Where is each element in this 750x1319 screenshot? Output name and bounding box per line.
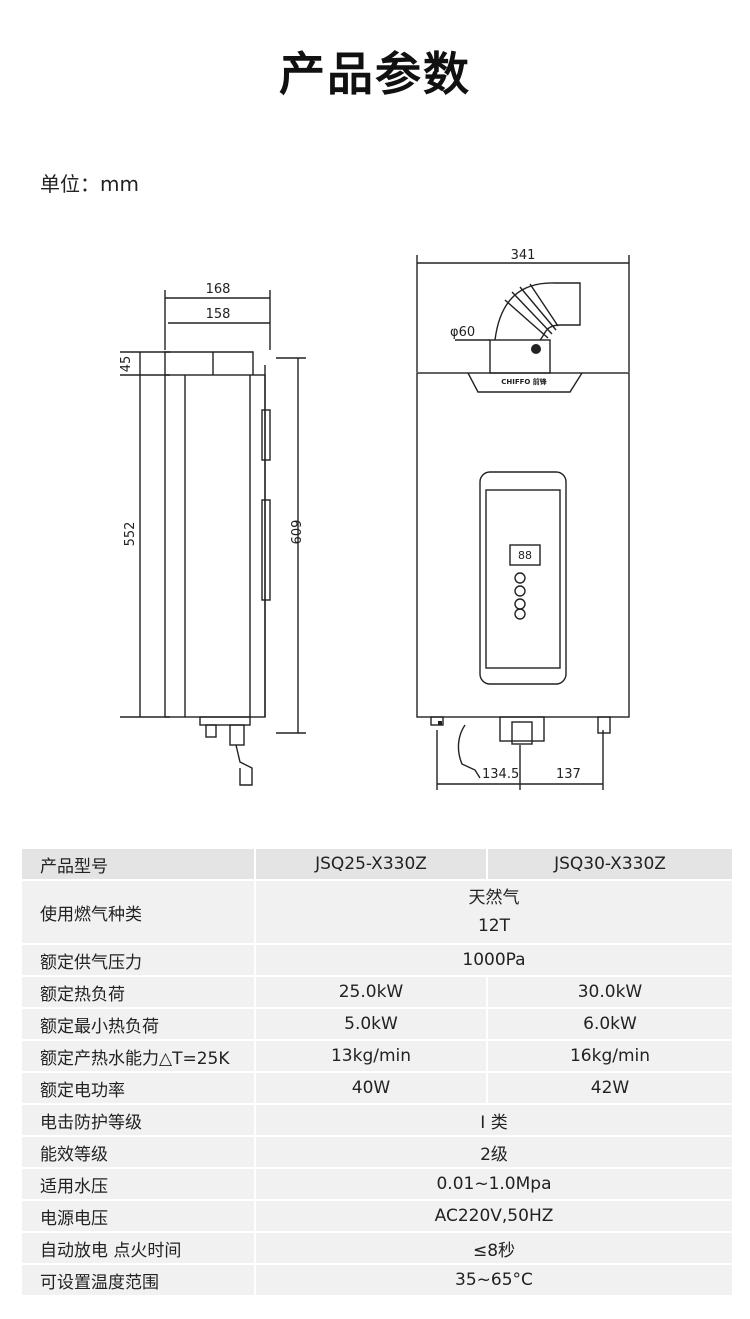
row-label: 电击防护等级 [22, 1104, 256, 1137]
row-label: 额定电功率 [22, 1072, 256, 1105]
model-2: JSQ30-X330Z [487, 849, 732, 881]
dim-609: 609 [287, 520, 302, 545]
row-label: 产品型号 [22, 849, 256, 881]
page-title: 产品参数 [279, 47, 471, 101]
row-label: 电源电压 [22, 1200, 256, 1233]
row-value: 1000Pa [255, 944, 732, 977]
row-value: 35~65°C [255, 1264, 732, 1297]
row-value-1: 5.0kW [255, 1008, 488, 1041]
dim-137: 137 [556, 767, 581, 782]
table-row: 额定电功率 40W 42W [22, 1072, 732, 1105]
table-row: 额定热负荷 25.0kW 30.0kW [22, 976, 732, 1009]
dim-134-5: 134.5 [482, 767, 519, 782]
row-value-2: 42W [487, 1072, 732, 1105]
row-value-1: 13kg/min [255, 1040, 488, 1073]
row-value: 0.01~1.0Mpa [255, 1168, 732, 1201]
row-label: 自动放电 点火时间 [22, 1232, 256, 1265]
row-value-1: 40W [255, 1072, 488, 1105]
table-row: 额定供气压力 1000Pa [22, 944, 732, 977]
dim-168: 168 [206, 282, 231, 297]
row-value: I 类 [255, 1104, 732, 1137]
dim-158: 158 [206, 307, 231, 322]
table-row: 产品型号 JSQ25-X330Z JSQ30-X330Z [22, 849, 732, 881]
row-label: 额定热负荷 [22, 976, 256, 1009]
table-row: 可设置温度范围 35~65°C [22, 1264, 732, 1297]
dim-phi60: φ60 [450, 325, 475, 340]
dim-552: 552 [123, 522, 138, 547]
display-readout: 88 [518, 549, 532, 562]
spec-table: 产品型号 JSQ25-X330Z JSQ30-X330Z 使用燃气种类 天然气 … [22, 849, 732, 1297]
gas-code: 12T [477, 916, 511, 936]
row-label: 使用燃气种类 [22, 880, 256, 945]
dim-45: 45 [119, 356, 134, 373]
dim-341: 341 [511, 248, 536, 263]
row-value-2: 6.0kW [487, 1008, 732, 1041]
front-view [416, 255, 630, 790]
row-label: 额定最小热负荷 [22, 1008, 256, 1041]
row-value-2: 30.0kW [487, 976, 732, 1009]
side-view [120, 290, 306, 786]
row-label: 额定产热水能力△T=25K [22, 1040, 256, 1073]
gas-type: 天然气 [468, 888, 520, 908]
row-value: 2级 [255, 1136, 732, 1169]
table-row: 电击防护等级 I 类 [22, 1104, 732, 1137]
row-label: 适用水压 [22, 1168, 256, 1201]
brand-logo: CHIFFO 前锋 [501, 377, 548, 386]
table-row: 使用燃气种类 天然气 12T [22, 880, 732, 945]
row-label: 可设置温度范围 [22, 1264, 256, 1297]
row-label: 额定供气压力 [22, 944, 256, 977]
row-value-2: 16kg/min [487, 1040, 732, 1073]
table-row: 自动放电 点火时间 ≤8秒 [22, 1232, 732, 1265]
model-1: JSQ25-X330Z [255, 849, 488, 881]
row-value: ≤8秒 [255, 1232, 732, 1265]
table-row: 适用水压 0.01~1.0Mpa [22, 1168, 732, 1201]
row-value: AC220V,50HZ [255, 1200, 732, 1233]
table-row: 电源电压 AC220V,50HZ [22, 1200, 732, 1233]
dimension-drawing: 168 158 45 552 609 341 φ60 134.5 137 CHI… [119, 248, 630, 790]
row-value: 天然气 12T [255, 880, 732, 945]
table-row: 额定最小热负荷 5.0kW 6.0kW [22, 1008, 732, 1041]
row-value-1: 25.0kW [255, 976, 488, 1009]
row-label: 能效等级 [22, 1136, 256, 1169]
table-row: 额定产热水能力△T=25K 13kg/min 16kg/min [22, 1040, 732, 1073]
table-row: 能效等级 2级 [22, 1136, 732, 1169]
unit-label: 单位：mm [40, 172, 139, 196]
